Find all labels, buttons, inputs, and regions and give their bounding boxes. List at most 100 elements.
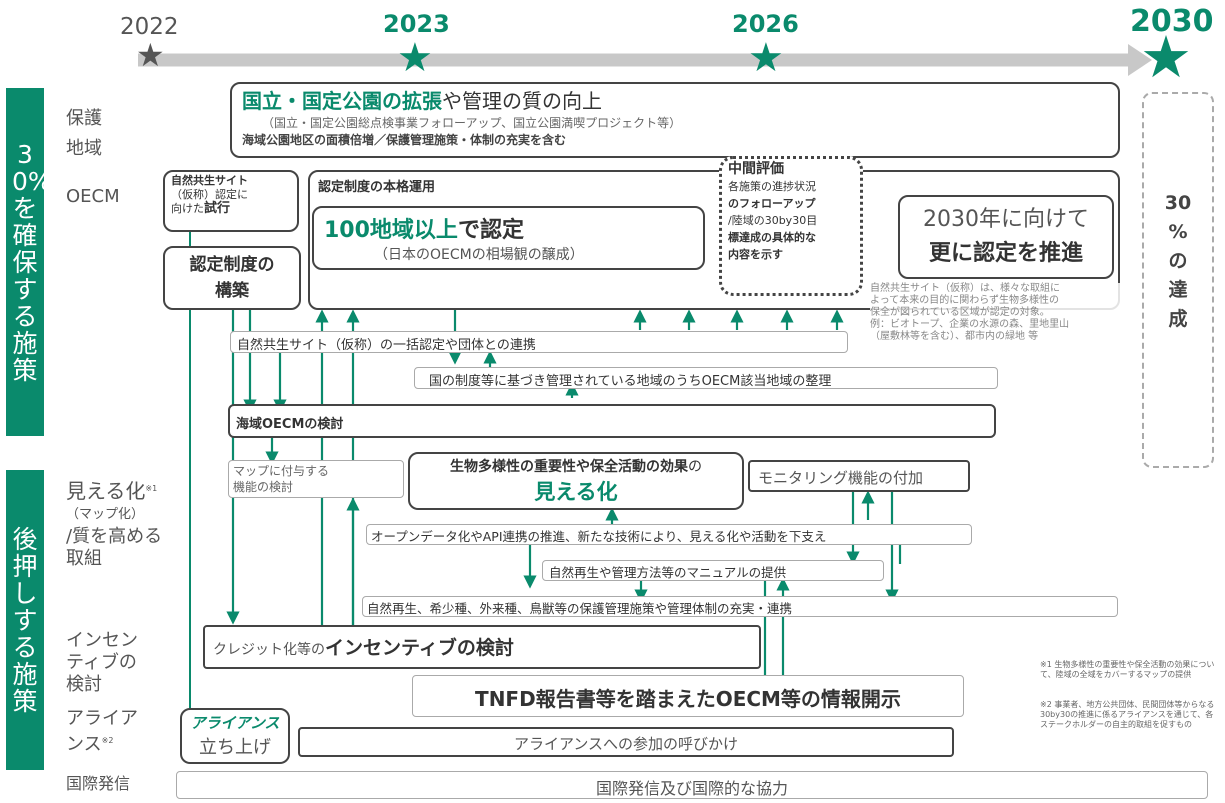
visualize-main-l1: 生物多様性の重要性や保全活動の効果の: [410, 456, 742, 476]
visualize-main-l1a: 生物多様性の重要性や保全活動の効果: [450, 459, 688, 475]
midterm-eval-l3: /陸域の30by30目: [728, 214, 818, 227]
towards-2030-box: 2030年に向けて 更に認定を推進: [898, 195, 1114, 279]
row-label-protected: 保護 地域: [66, 108, 102, 160]
row-label-visual-1: 見える化※1: [66, 478, 162, 504]
protected-area-sub2: 海域公園地区の面積倍増／保護管理施策・体制の充実を含む: [242, 133, 567, 147]
row-label-visual-1-text: 見える化: [66, 479, 146, 503]
visualize-main-box: 生物多様性の重要性や保全活動の効果の 見える化: [408, 452, 744, 510]
site-note: 自然共生サイト（仮称）は、様々な取組に よって本来の目的に関わらず生物多様性の …: [870, 283, 1142, 343]
credit-big: インセンティブの検討: [325, 637, 514, 659]
national-areas-bar: 国の制度等に基づき管理されている地域のうちOECM該当地域の整理: [414, 367, 998, 389]
row-label-visual: 見える化※1 （マップ化） /質を高める 取組: [66, 478, 162, 570]
goal-2030-line1: 30: [1164, 192, 1192, 214]
row-label-alliance-1: アライア: [66, 708, 138, 729]
site-note-l4: 例：ビオトープ、企業の水源の森、里地里山: [870, 319, 1070, 330]
manual-bar: 自然再生や管理方法等のマニュアルの提供: [542, 560, 884, 581]
row-label-protected-2: 地域: [66, 138, 102, 159]
row-label-incentive-3: 検討: [66, 674, 102, 695]
visualize-main-l2: 見える化: [534, 480, 618, 504]
oecm-trial-l1: 自然共生サイト: [171, 174, 248, 187]
midterm-eval-l5: 内容を示す: [728, 248, 783, 261]
midterm-eval-l2: のフォローアップ: [728, 197, 816, 210]
star-2022-icon: ★: [136, 36, 165, 74]
footnote-2: ※2 事業者、地方公共団体、民間団体等からなる30by30の推進に係るアライアン…: [1040, 700, 1215, 729]
goal-2030-line5: 成: [1168, 308, 1188, 330]
site-note-l3: 保全が図られている区域が認定の対象。: [870, 307, 1050, 318]
footnote-1: ※1 生物多様性の重要性や保全活動の効果について、陸域の全域をカバーするマップの…: [1040, 660, 1215, 679]
row-label-incentive-2: ティブの: [66, 652, 137, 673]
monitoring-box: モニタリング機能の付加: [748, 460, 970, 492]
protected-area-title-green: 国立・国定公園の拡張: [242, 89, 442, 113]
intl-coop-bar: 国際発信及び国際的な協力: [176, 771, 1208, 799]
goal-2030-line3: の: [1168, 250, 1188, 272]
sidebar-bottom-label: 後押しする施策: [12, 524, 38, 716]
midterm-eval-l4: 標達成の具体的な: [728, 231, 816, 244]
year-2026-label: 2026: [732, 10, 799, 38]
timeline-arrowhead: [1128, 44, 1152, 76]
row-label-visual-4: 取組: [66, 548, 102, 569]
sidebar-support: 後押しする施策: [6, 470, 44, 770]
row-label-oecm: OECM: [66, 186, 120, 207]
marine-oecm-bar: 海域OECMの検討: [228, 404, 996, 438]
protected-area-sub1: （国立・国定公園総点検事業フォローアップ、国立公園満喫プロジェクト等）: [262, 116, 682, 130]
goal-2030-line4: 達: [1168, 279, 1188, 301]
star-2030-icon: ★: [1140, 23, 1192, 91]
oecm-100-main-green: 100地域以上: [324, 218, 458, 243]
alliance-launch-box: アライアンス 立ち上げ: [180, 708, 290, 764]
oecm-operation-label: 認定制度の本格運用: [318, 180, 436, 195]
mgmt-bar: 自然再生、希少種、外来種、鳥獣等の保護管理施策や管理体制の充実・連携: [362, 596, 1118, 617]
oecm-trial-l3b: 試行: [204, 201, 231, 216]
oecm-trial-box: 自然共生サイト （仮称）認定に 向けた試行: [163, 170, 299, 232]
oecm-trial-l3a: 向けた: [171, 202, 204, 215]
sidebar-top-label: 30%を確保する施策: [12, 139, 52, 385]
row-label-visual-3: /質を高める: [66, 526, 163, 547]
row-label-incentive-1: インセン: [66, 630, 138, 651]
alliance-call-box: アライアンスへの参加の呼びかけ: [298, 727, 954, 757]
oecm-trial-l2: （仮称）認定に: [171, 188, 248, 201]
tnfd-box: TNFD報告書等を踏まえたOECM等の情報開示: [412, 675, 964, 717]
towards-2030-l1: 2030年に向けて: [923, 207, 1089, 232]
row-label-visual-2: （マップ化）: [66, 507, 145, 522]
towards-2030-l2: 更に認定を推進: [928, 241, 1083, 266]
credit-small: クレジット化等の: [213, 642, 325, 658]
oecm-trial-l3: 向けた試行: [171, 202, 291, 216]
midterm-eval-title: 中間評価: [728, 161, 784, 177]
protected-area-title-rest: や管理の質の向上: [442, 89, 602, 113]
star-2026-icon: ★: [748, 35, 784, 81]
year-2022-label: 2022: [120, 14, 179, 40]
row-label-alliance: アライア ンス※2: [66, 708, 138, 756]
row-label-alliance-2: ンス※2: [66, 730, 138, 756]
oecm-100-box: 100地域以上で認定 （日本のOECMの相場観の醸成）: [312, 206, 705, 270]
oecm-build-box: 認定制度の 構築: [163, 246, 301, 310]
protected-area-title: 国立・国定公園の拡張や管理の質の向上: [242, 88, 1108, 114]
goal-2030-line2: %: [1168, 221, 1188, 243]
oecm-100-main: 100地域以上で認定: [324, 212, 693, 244]
site-note-l1: 自然共生サイト（仮称）は、様々な取組に: [870, 283, 1060, 294]
sidebar-secure-30: 30%を確保する施策: [6, 88, 52, 436]
star-2023-icon: ★: [397, 35, 433, 81]
row-label-incentive: インセン ティブの 検討: [66, 630, 138, 696]
site-note-l2: よって本来の目的に関わらず生物多様性の: [870, 295, 1059, 306]
row-label-alliance-note: ※2: [101, 736, 114, 745]
site-note-l5: （屋敷林等を含む）、都市内の緑地 等: [870, 331, 1039, 342]
oecm-build-l2: 構築: [215, 281, 249, 301]
map-func-l1: マップに付与する: [233, 464, 330, 478]
oecm-build-l1: 認定制度の: [189, 255, 275, 275]
oecm-100-sub: （日本のOECMの相場観の醸成）: [374, 247, 584, 263]
goal-2030-box: 30 % の 達 成: [1142, 92, 1214, 468]
oecm-100-main-rest: で認定: [457, 218, 524, 243]
year-2030-label: 2030: [1130, 4, 1214, 39]
midterm-eval-l1: 各施策の進捗状況: [728, 180, 816, 193]
year-2023-label: 2023: [383, 10, 450, 38]
row-label-alliance-2-text: ンス: [66, 734, 102, 755]
credit-incentive-box: クレジット化等のインセンティブの検討: [203, 625, 761, 669]
alliance-logo: アライアンス: [190, 714, 280, 732]
row-label-intl: 国際発信: [66, 774, 131, 793]
protected-area-box: 国立・国定公園の拡張や管理の質の向上 （国立・国定公園総点検事業フォローアップ、…: [230, 82, 1120, 158]
alliance-launch-text: 立ち上げ: [199, 737, 271, 758]
map-func-l2: 機能の検討: [233, 480, 294, 494]
map-func-box: マップに付与する 機能の検討: [228, 460, 404, 498]
row-label-protected-1: 保護: [66, 108, 102, 129]
row-label-visual-note: ※1: [145, 484, 158, 493]
